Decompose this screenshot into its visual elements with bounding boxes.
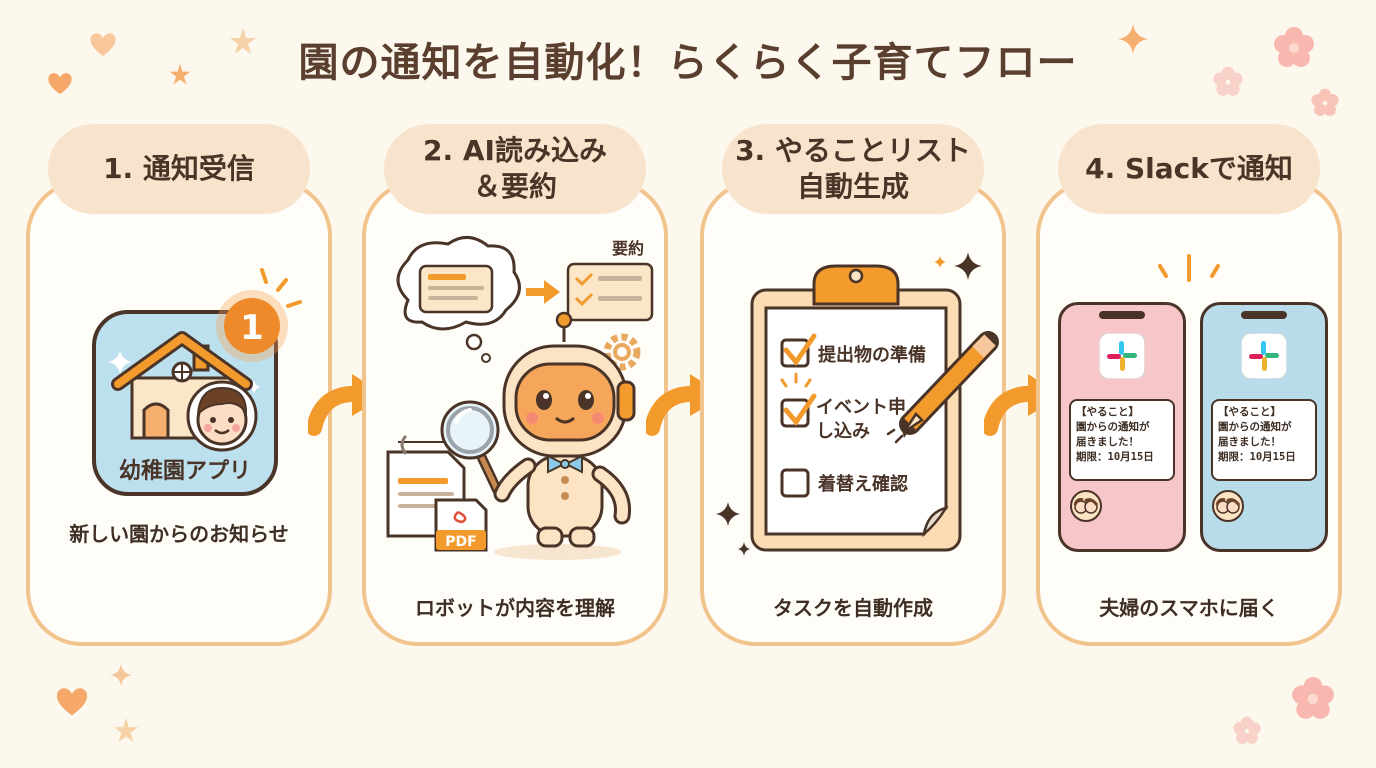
- step-4-caption: 夫婦のスマホに届く: [1099, 596, 1279, 620]
- slack-logo-icon: [1099, 333, 1145, 379]
- thought-bubble-icon: [396, 236, 521, 363]
- ai-robot-illustration: 要約 PDF: [386, 236, 654, 560]
- slack-logo-icon: [1241, 333, 1287, 379]
- task-item: イベント申し込み: [816, 397, 906, 442]
- step-3-heading: 3. やることリスト 自動生成: [722, 124, 984, 214]
- message-bubble: 【やること】 園からの通知が 届きました！ 期限：10月15日: [1069, 399, 1175, 481]
- clipboard-checklist-illustration: 提出物の準備 イベント申し込み 着替え確認: [716, 252, 999, 556]
- phone-notch: [1099, 311, 1145, 319]
- kindergarten-app-icon: 1 幼稚園アプリ: [92, 268, 302, 496]
- flower-icon: [1233, 716, 1261, 744]
- clipboard-clip-icon: [812, 264, 900, 306]
- couple-avatar: [1070, 490, 1102, 522]
- star-icon: [230, 28, 256, 54]
- checkbox-checked: [780, 333, 817, 368]
- phone-blue: 【やること】 園からの通知が 届きました！ 期限：10月15日: [1200, 302, 1328, 552]
- heart-icon: [90, 33, 116, 56]
- task-item: 着替え確認: [817, 473, 908, 495]
- flower-icon: [1292, 677, 1334, 719]
- step-2-heading: 2. AI読み込み ＆要約: [384, 124, 646, 214]
- flower-icon: [1311, 88, 1339, 116]
- step-4-heading: 4. Slackで通知: [1058, 124, 1320, 214]
- phone-pink: 【やること】 園からの通知が 届きました！ 期限：10月15日: [1058, 302, 1186, 552]
- child-face-icon: [186, 380, 258, 452]
- star-icon: [113, 717, 139, 743]
- magnifier-icon: [440, 400, 537, 503]
- summary-label: 要約: [612, 239, 644, 258]
- notify-lines-icon: [1158, 254, 1220, 282]
- heart-icon: [56, 688, 88, 716]
- pdf-document-icon: PDF: [386, 434, 488, 552]
- pencil-icon: [886, 331, 999, 444]
- badge-count: 1: [240, 308, 264, 348]
- sparkle-icon: [108, 350, 261, 394]
- heart-icon: [48, 73, 72, 95]
- step-2-caption: ロボットが内容を理解: [415, 596, 615, 620]
- message-bubble: 【やること】 園からの通知が 届きました！ 期限：10月15日: [1211, 399, 1317, 481]
- checkbox-checked: [780, 372, 817, 428]
- flower-icon: [1213, 66, 1243, 96]
- sparkle-icon: [1118, 24, 1148, 54]
- flower-icon: [1274, 27, 1314, 67]
- star-icon: [169, 63, 191, 85]
- task-item: 提出物の準備: [818, 344, 926, 366]
- step-1-heading: 1. 通知受信: [48, 124, 310, 214]
- app-label: 幼稚園アプリ: [119, 458, 251, 484]
- sparkle-icon: [716, 252, 982, 556]
- step-1-caption: 新しい園からのお知らせ: [69, 522, 289, 546]
- summary-document-icon: 要約: [566, 239, 654, 322]
- pdf-label: PDF: [445, 534, 476, 550]
- phone-notch: [1241, 311, 1287, 319]
- notification-badge: 1: [216, 268, 302, 362]
- gear-icon: [603, 333, 641, 371]
- robot-icon: [440, 311, 636, 560]
- step-3-caption: タスクを自動作成: [773, 596, 933, 620]
- checkbox-unchecked: [780, 468, 810, 498]
- sparkle-icon: [110, 664, 132, 686]
- page-title: 園の通知を自動化！らくらく子育てフロー: [298, 40, 1078, 86]
- couple-avatar: [1212, 490, 1244, 522]
